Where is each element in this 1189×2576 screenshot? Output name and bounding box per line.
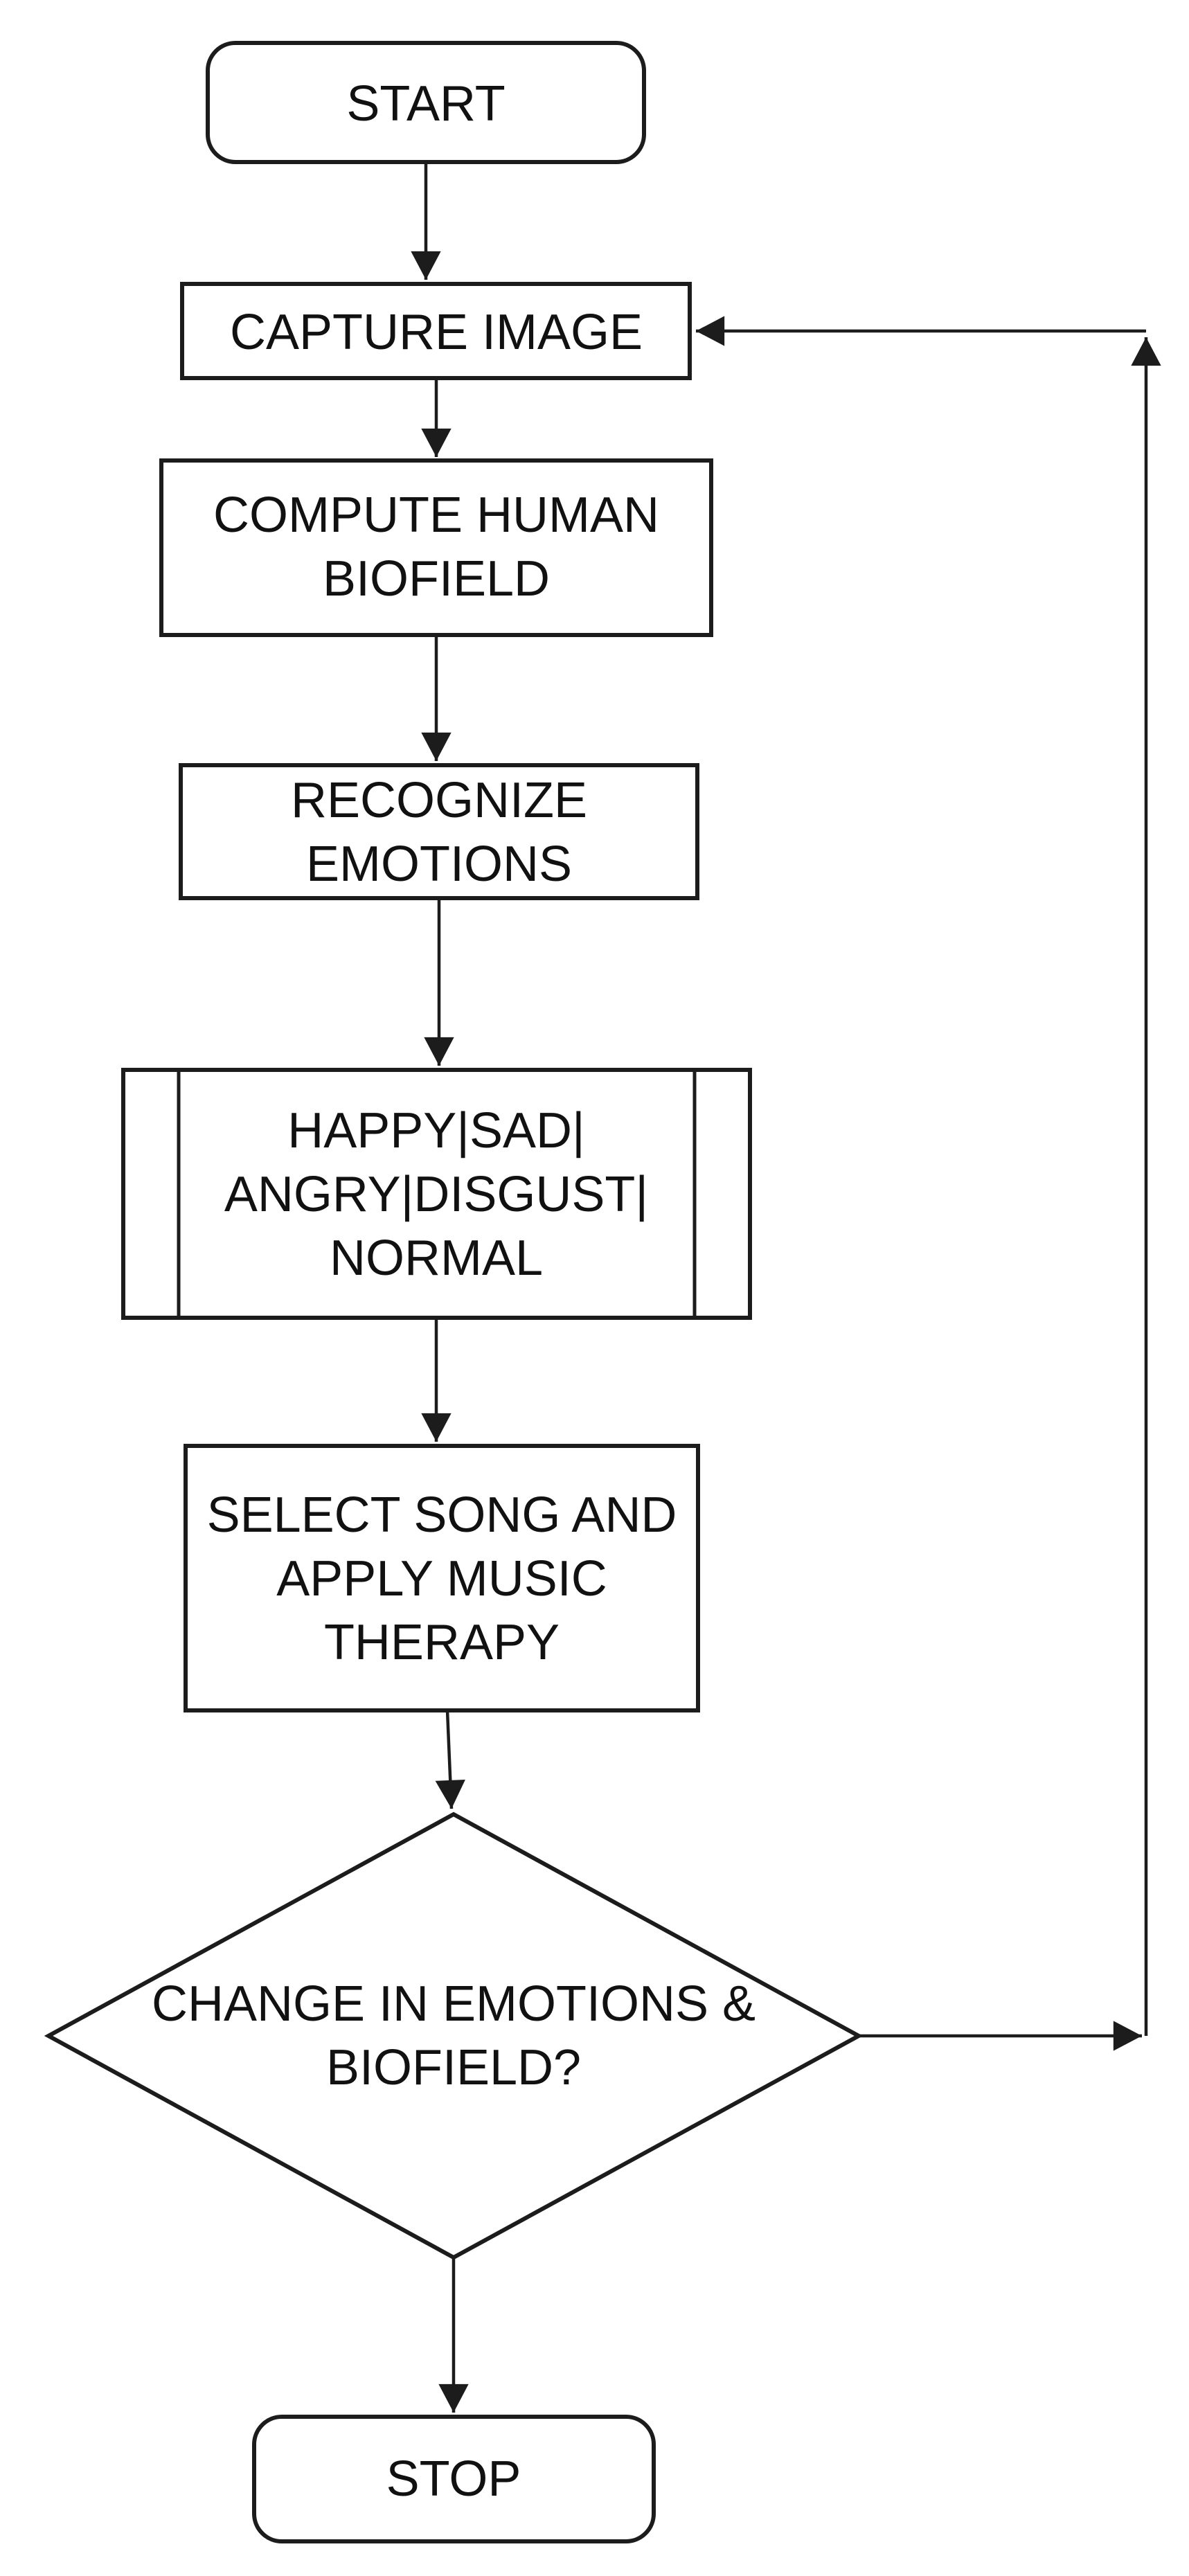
stop-node: STOP <box>252 2415 656 2543</box>
emotion-categories-node-shape <box>121 1068 752 1320</box>
select-song-node-label-line1: SELECT SONG AND <box>207 1487 677 1543</box>
stop-node-label: STOP <box>386 2451 521 2507</box>
start-node: START <box>206 41 646 164</box>
compute-biofield-node-shape <box>159 458 713 637</box>
select-song-node-label-line3: THERAPY <box>324 1615 560 1670</box>
recognize-emotions-node-label-line1: RECOGNIZE <box>291 773 587 828</box>
edges-layer <box>411 162 1161 2413</box>
decision-node-label-line2: BIOFIELD? <box>326 2040 581 2095</box>
stop-node-shape <box>252 2415 656 2543</box>
select-song-node-label-line2: APPLY MUSIC <box>276 1551 607 1607</box>
emotion-categories-label-line1: HAPPY|SAD| <box>287 1103 585 1159</box>
decision-node: CHANGE IN EMOTIONS & BIOFIELD? <box>44 1812 864 2260</box>
emotion-categories-node: HAPPY|SAD| ANGRY|DISGUST| NORMAL <box>121 1068 752 1320</box>
start-node-shape <box>206 41 646 164</box>
compute-biofield-node-label-line2: BIOFIELD <box>323 551 550 607</box>
select-song-node-shape <box>184 1444 700 1712</box>
capture-image-node-shape <box>180 282 692 380</box>
capture-image-node-label: CAPTURE IMAGE <box>230 305 643 360</box>
emotion-categories-label-line2: ANGRY|DISGUST| <box>224 1167 648 1222</box>
edge-select-to-decision <box>435 1710 465 1809</box>
decision-node-shape <box>44 1812 864 2260</box>
recognize-emotions-node-label-line2: EMOTIONS <box>306 837 572 892</box>
compute-biofield-node: COMPUTE HUMAN BIOFIELD <box>159 458 713 637</box>
decision-node-label-line1: CHANGE IN EMOTIONS & <box>152 1976 756 2032</box>
compute-biofield-node-label-line1: COMPUTE HUMAN <box>213 488 659 543</box>
start-node-label: START <box>346 76 505 132</box>
capture-image-node: CAPTURE IMAGE <box>180 282 692 380</box>
select-song-node: SELECT SONG AND APPLY MUSIC THERAPY <box>184 1444 700 1712</box>
recognize-emotions-node: RECOGNIZE EMOTIONS <box>179 763 699 900</box>
recognize-emotions-node-shape <box>179 763 699 900</box>
emotion-categories-label-line3: NORMAL <box>330 1231 543 1286</box>
